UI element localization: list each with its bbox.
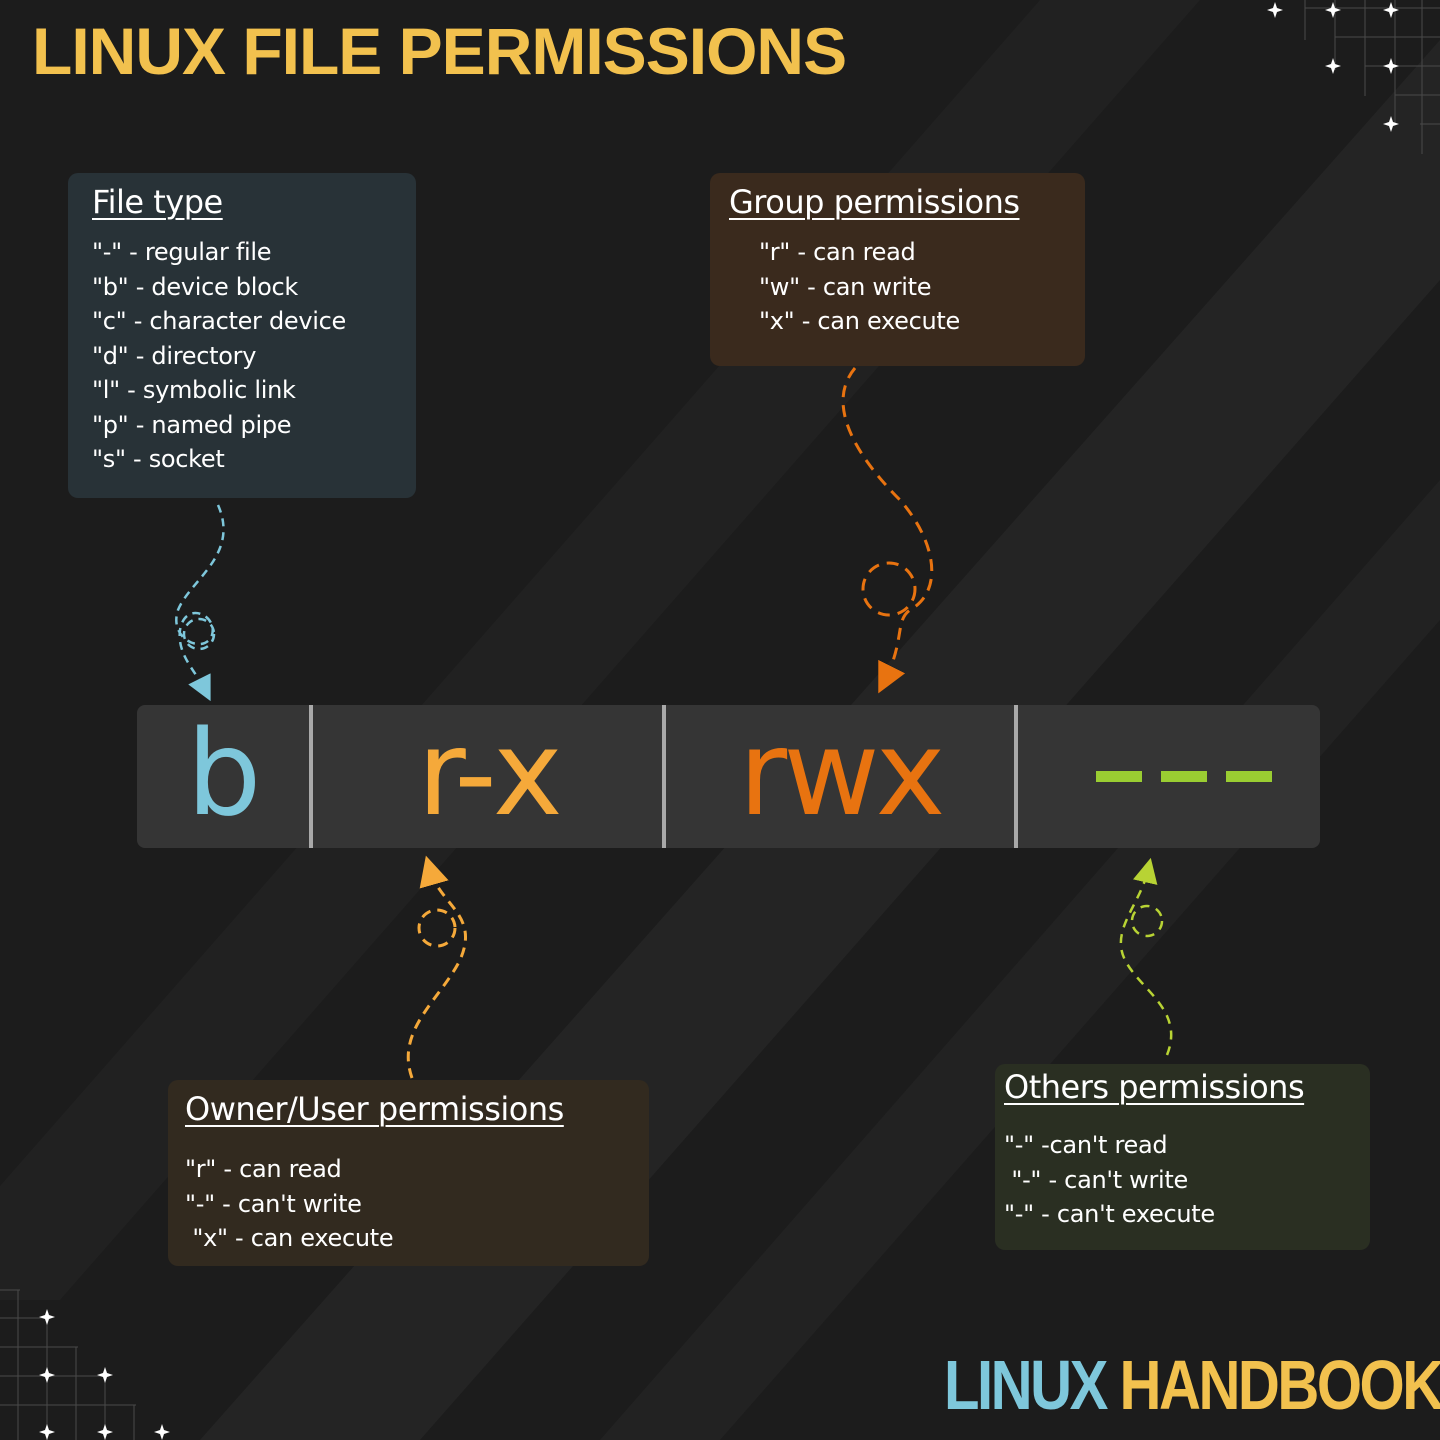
sparkle-icons-top-right [1267,2,1399,132]
owner-permissions-list: "r" - can read "-" - can't write "x" - c… [185,1152,649,1256]
segment-owner: r-x [313,705,663,848]
list-item: "c" - character device [92,307,346,335]
owner-permission-chars: r-x [417,704,562,842]
grid-decoration-bottom-left [0,1289,136,1440]
file-type-char: b [186,704,262,842]
list-item: "-" -can't read [1004,1131,1168,1159]
permission-string-bar: b r-x rwx [137,705,1320,848]
list-item: "-" - can't write [1004,1165,1188,1194]
group-permission-chars: rwx [738,704,946,842]
list-item: "s" - socket [92,445,225,473]
group-permissions-title: Group permissions [729,183,1020,221]
connector-file-type [175,504,225,702]
list-item: "d" - directory [92,341,257,370]
segment-group: rwx [665,705,1015,848]
others-permissions-title: Others permissions [1004,1068,1305,1106]
list-item: "b" - device block [92,272,298,301]
list-item: "r" - can read [759,238,916,266]
others-permissions-list: "-" -can't read "-" - can't write "-" - … [1004,1128,1370,1232]
list-item: "r" - can read [185,1155,342,1183]
others-dash [1161,771,1207,782]
segment-divider [1014,705,1018,848]
segment-file-type: b [137,705,311,848]
list-item: "x" - can execute [759,307,960,335]
others-dash [1096,771,1142,782]
group-permissions-box: Group permissions "r" - can read "w" - c… [710,173,1085,366]
segment-others [1017,705,1320,848]
list-item: "-" - regular file [92,238,272,266]
file-type-list: "-" - regular file "b" - device block "c… [92,235,416,477]
list-item: "p" - named pipe [92,410,292,439]
list-item: "w" - can write [759,272,932,301]
segment-divider [309,705,313,848]
connector-group [841,367,934,694]
page-title: LINUX FILE PERMISSIONS [32,14,847,88]
brand-logo: LINUX HANDBOOK [944,1340,1440,1430]
list-item: "-" - can't write [185,1189,362,1218]
brand-part-handbook: HANDBOOK [1119,1346,1440,1424]
owner-permissions-title: Owner/User permissions [185,1090,564,1128]
grid-decoration-top-right [1304,0,1440,154]
list-item: "l" - symbolic link [92,376,296,404]
connector-others [1119,857,1173,1056]
owner-permissions-box: Owner/User permissions "r" - can read "-… [168,1080,649,1266]
file-type-box: File type "-" - regular file "b" - devic… [68,173,416,498]
others-permissions-box: Others permissions "-" -can't read "-" -… [995,1064,1370,1250]
connector-owner [406,855,467,1079]
sparkle-icons-bottom-left [39,1309,170,1440]
others-dash [1226,771,1272,782]
brand-part-linux: LINUX [944,1346,1108,1424]
list-item: "-" - can't execute [1004,1200,1215,1228]
group-permissions-list: "r" - can read "w" - can write "x" - can… [729,235,1085,339]
list-item: "x" - can execute [185,1224,394,1252]
segment-divider [662,705,666,848]
file-type-title: File type [92,183,223,221]
